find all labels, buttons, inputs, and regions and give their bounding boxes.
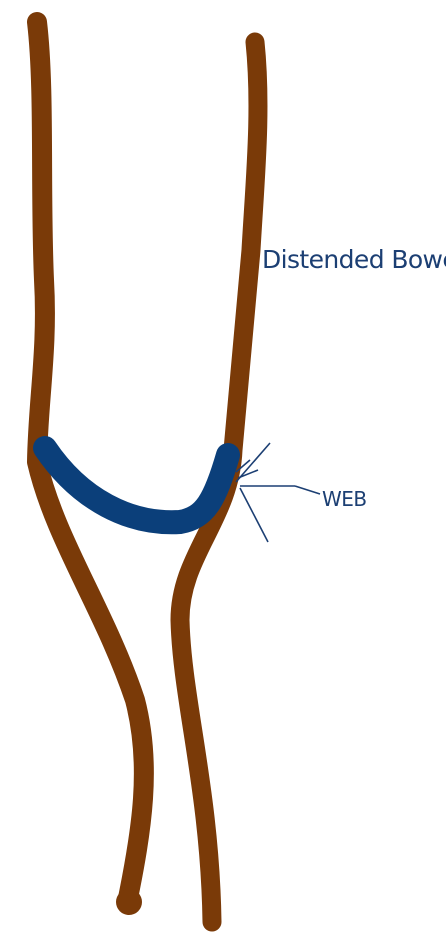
web-label: WEB <box>322 487 367 511</box>
web-membrane <box>45 448 228 522</box>
web-leader-lines <box>236 443 320 542</box>
left-bowel-wall-end <box>116 889 142 915</box>
distended-bowel-label: Distended Bowel <box>262 245 446 274</box>
